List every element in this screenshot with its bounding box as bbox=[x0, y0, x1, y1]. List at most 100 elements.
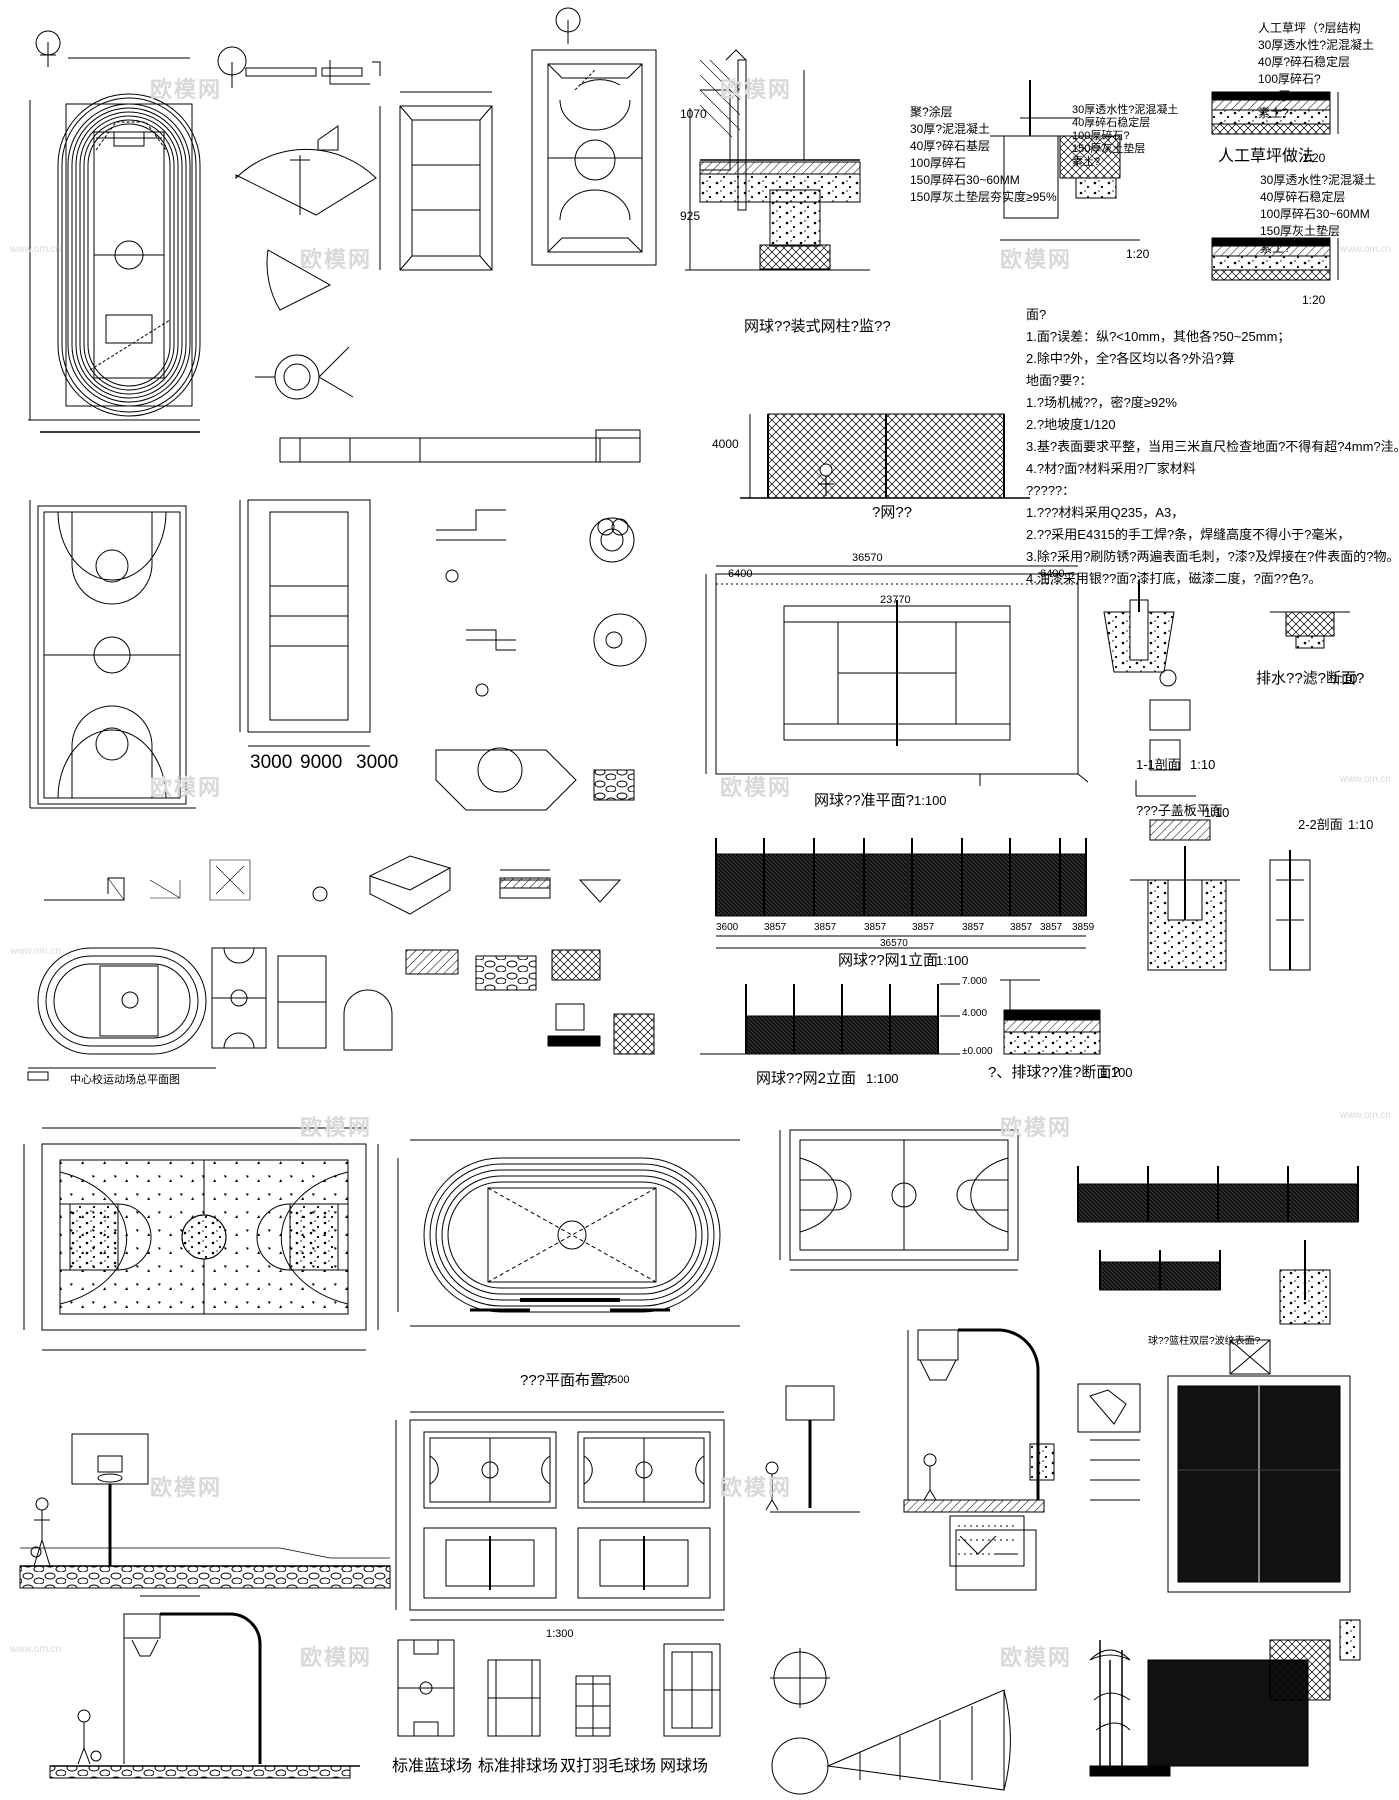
notes-line: 2.除中?外，全?各区均以各?外沿?算 bbox=[1026, 351, 1235, 366]
watermark: 欧模网 bbox=[150, 77, 223, 102]
dim-height: 925 bbox=[680, 209, 701, 223]
watermark-url: www.om.cn bbox=[10, 1644, 62, 1655]
turf-layer-spec: 人工草坪（?层结构 30厚透水性?泥混凝土 40厚?碎石稳定层 100厚碎石? … bbox=[1258, 20, 1374, 122]
watermark: 欧模网 bbox=[1000, 1115, 1073, 1140]
title-block-1 bbox=[279, 429, 641, 463]
layer-line: 150厚? bbox=[1258, 89, 1297, 103]
layer-line: 150厚碎石30~60MM bbox=[910, 173, 1020, 187]
track-layout-plan bbox=[397, 1139, 740, 1327]
watermark: 欧模网 bbox=[300, 1645, 373, 1670]
elev-mark: ±0.000 bbox=[962, 1046, 993, 1057]
turf-sections bbox=[1211, 91, 1339, 281]
notes-line: 2.?地坡度1/120 bbox=[1026, 417, 1116, 432]
watermark-url: www.om.cn bbox=[1340, 1110, 1392, 1121]
layer-line: 30厚透水性?泥混凝土 bbox=[1260, 173, 1377, 187]
net-bay-dim: 3857 bbox=[764, 922, 787, 933]
dim-height: 4000 bbox=[712, 437, 739, 451]
notes-line: 地面?要?： bbox=[1026, 373, 1093, 388]
net-bay-dim: 3859 bbox=[1072, 922, 1095, 933]
layer-line: 30厚透水性?泥混凝土 bbox=[1258, 38, 1375, 52]
scale-label: 1:100 bbox=[866, 1071, 899, 1086]
court-dim: 9000 bbox=[300, 752, 343, 773]
dim-total: 36570 bbox=[852, 552, 883, 564]
elev-mark: 4.000 bbox=[962, 1008, 988, 1019]
basketball-court-plan bbox=[29, 500, 196, 809]
basketball-court-plan-large bbox=[23, 1127, 379, 1351]
net-bay-dim: 3857 bbox=[814, 922, 837, 933]
watermark: 欧模网 bbox=[300, 247, 373, 272]
tennis-net-1-elevation bbox=[715, 838, 1087, 949]
layer-line: 100厚碎石? bbox=[1258, 72, 1321, 86]
court-dim: 3000 bbox=[356, 752, 399, 773]
hoop-pole-elevation bbox=[765, 1328, 1055, 1567]
basketball-hoop-elevation bbox=[19, 1433, 391, 1597]
artificial-turf-title: 人工草坪做法 bbox=[1218, 148, 1315, 165]
track-layout-small-courts bbox=[395, 1411, 725, 1621]
post-anchor-detail bbox=[1130, 846, 1311, 971]
watermark-url: www.om.cn bbox=[10, 946, 62, 957]
scale-label: 1:500 bbox=[602, 1374, 630, 1386]
dim-total: 36570 bbox=[880, 938, 908, 949]
layer-line: 40厚?碎石基层 bbox=[910, 139, 991, 153]
notes-line: 3.基?表面要求平整，当用三米直尺检查地面?不得有超?4mm?洼。 bbox=[1026, 439, 1399, 454]
throw-sector-row6 bbox=[770, 1529, 1037, 1795]
net-post-title: 网球??装式网柱?监?? bbox=[744, 318, 891, 335]
layer-line: 素土? bbox=[1260, 241, 1291, 255]
foundation-layer-spec: 30厚透水性?泥混凝土 40厚碎石稳定层 100厚碎石? 150厚灰土垫层 素土… bbox=[1072, 104, 1178, 169]
scale-label: 1:100 bbox=[1100, 1065, 1133, 1080]
layer-line: 素土? bbox=[1258, 106, 1289, 120]
basketball-court-plan-3 bbox=[779, 1129, 1019, 1271]
layer-line: 40厚碎石稳定层 bbox=[1260, 190, 1346, 204]
tree-detail-row6 bbox=[1089, 1619, 1361, 1777]
campus-sports-overview bbox=[27, 947, 655, 1081]
notes-line: 1.???材料采用Q235，A3， bbox=[1026, 505, 1185, 520]
track-layout-title: ???平面布置? bbox=[520, 1372, 614, 1389]
notes-line: 3.除?采用?刷防锈?两遍表面毛刺，?漆?及焊接在?件表面的?物。 bbox=[1026, 549, 1399, 564]
layer-line: 150厚灰土垫层 bbox=[1260, 224, 1341, 238]
watermark: 欧模网 bbox=[1000, 247, 1073, 272]
net-bay-dim: 3857 bbox=[962, 922, 985, 933]
notes-line: 1.面?误差：纵?<10mm，其他各?50~25mm； bbox=[1026, 329, 1291, 344]
watermark-url: www.om.cn bbox=[1340, 774, 1392, 785]
dim-inner: 23770 bbox=[880, 594, 911, 606]
notes-line: 4.油漆采用银??面?漆打底，磁漆二度，?面??色?。 bbox=[1026, 571, 1322, 586]
court-plan-dark-right bbox=[1077, 1375, 1351, 1593]
watermark-url: www.om.cn bbox=[1340, 244, 1392, 255]
scale-label: 1:20 bbox=[1302, 151, 1326, 165]
tennis-court-plan bbox=[705, 565, 1089, 786]
layer-line: 100厚碎石30~60MM bbox=[1260, 207, 1370, 221]
watermark: 欧模网 bbox=[150, 775, 223, 800]
tennis-net2-title: 网球??网2立面 bbox=[756, 1070, 857, 1087]
layer-line: 素土? bbox=[1072, 156, 1101, 168]
drain-ditch-title: ?、排球??准?断面? bbox=[988, 1064, 1120, 1081]
net-bay-dim: 3857 bbox=[1010, 922, 1033, 933]
layer-line: 100厚碎石? bbox=[1072, 130, 1130, 142]
net-bay-dim: 3857 bbox=[864, 922, 887, 933]
dim-side: 6400 bbox=[728, 568, 753, 580]
watermark: 欧模网 bbox=[720, 77, 793, 102]
notes-line: 2.??采用E4315的手工焊?条，焊缝高度不得小于?毫米， bbox=[1026, 527, 1351, 542]
tennis-net-2-elevation bbox=[700, 983, 960, 1055]
track-plan-1 bbox=[28, 30, 201, 433]
scale-label: 1:20 bbox=[1302, 293, 1326, 307]
scale-label: 1:100 bbox=[914, 793, 947, 808]
layer-line: 40厚碎石稳定层 bbox=[1072, 117, 1151, 129]
layer-line: 30厚?泥混凝土 bbox=[910, 122, 991, 136]
drain-section-title: 排水??滤?断面? bbox=[1256, 670, 1365, 687]
tennis-plan-title: 网球??准平面? bbox=[814, 792, 915, 809]
watermark: 欧模网 bbox=[300, 1115, 373, 1140]
volleyball-court-plan-2 bbox=[239, 499, 371, 747]
notes-line: 1.?场机械??，密?度≥92% bbox=[1026, 395, 1177, 410]
fence-elevation-row4 bbox=[1077, 1166, 1359, 1375]
net-post-layer-spec: 聚?涂层 30厚?泥混凝土 40厚?碎石基层 100厚碎石 150厚碎石30~6… bbox=[910, 104, 1057, 206]
notes-line: ?????： bbox=[1026, 483, 1076, 498]
net-bay-dim: 3857 bbox=[912, 922, 935, 933]
net-bay-dim: 3857 bbox=[1040, 922, 1063, 933]
plastic-layer-spec: 30厚透水性?泥混凝土 40厚碎石稳定层 100厚碎石30~60MM 150厚灰… bbox=[1260, 172, 1376, 257]
layer-line: 150厚灰土垫层夯实度≥95% bbox=[910, 190, 1057, 204]
notes-heading: 面? bbox=[1026, 307, 1047, 322]
design-notes: 面? 1.面?误差：纵?<10mm，其他各?50~25mm； 2.除中?外，全?… bbox=[1026, 304, 1399, 590]
cover-plan-title: ???子盖板平面 bbox=[1136, 803, 1223, 818]
foundation-detail-3 bbox=[1103, 580, 1350, 841]
